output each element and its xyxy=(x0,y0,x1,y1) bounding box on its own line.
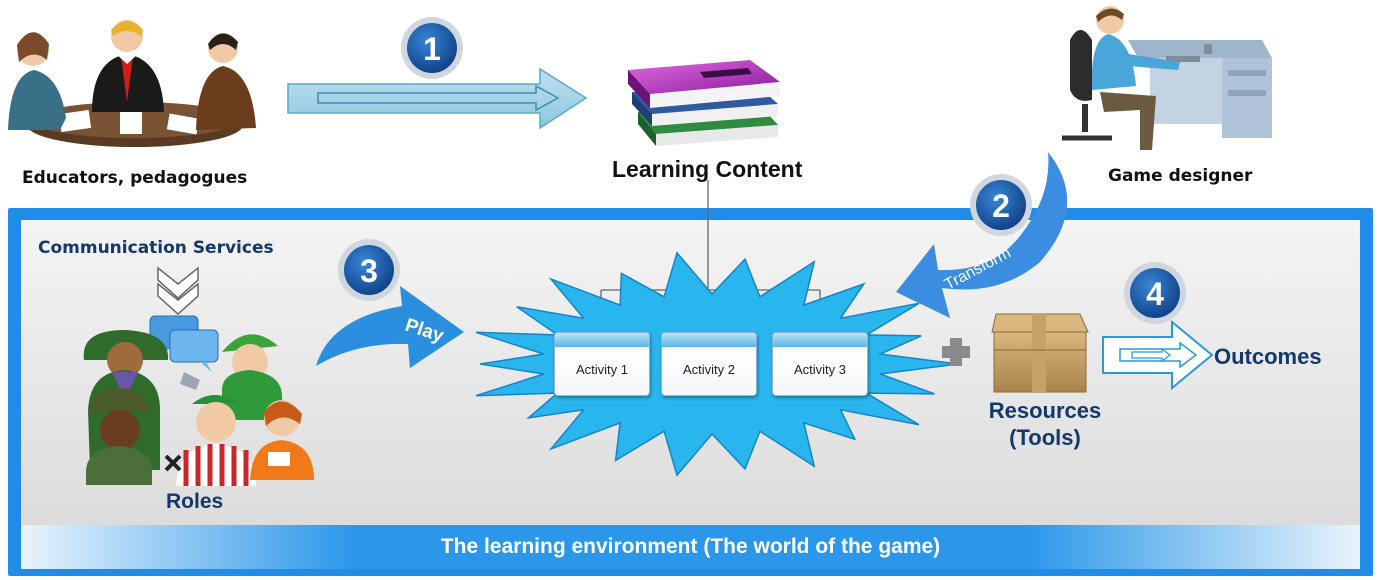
activity-3-label: Activity 3 xyxy=(793,361,846,377)
educators-label: Educators, pedagogues xyxy=(22,168,248,188)
play-arrow xyxy=(316,286,464,368)
arrow-educators-to-content xyxy=(287,67,588,130)
educators-illustration xyxy=(8,20,256,147)
activity-1-label: Activity 1 xyxy=(575,361,628,377)
activity-card-3[interactable]: Activity 3 xyxy=(772,332,868,396)
step-3-number: 3 xyxy=(360,253,378,289)
outcomes-label: Outcomes xyxy=(1214,344,1322,369)
activity-2-label: Activity 2 xyxy=(682,361,735,377)
communication-chevron-icon xyxy=(157,266,199,316)
activity-card-2[interactable]: Activity 2 xyxy=(661,332,757,396)
environment-banner xyxy=(21,525,1360,569)
activity-card-1[interactable]: Activity 1 xyxy=(554,332,650,396)
roles-illustration xyxy=(83,330,314,486)
learning-content-label: Learning Content xyxy=(612,156,803,182)
step-badge-1: 1 xyxy=(401,17,463,79)
step-badge-4: 4 xyxy=(1124,262,1186,324)
plus-icon xyxy=(942,338,970,366)
step-2-number: 2 xyxy=(992,188,1010,224)
environment-banner-label: The learning environment (The world of t… xyxy=(440,535,941,558)
transform-arrow xyxy=(896,152,1068,318)
tools-label: (Tools) xyxy=(1009,425,1081,450)
roles-label: Roles xyxy=(166,490,224,513)
communication-services-label: Communication Services xyxy=(38,238,274,258)
outcomes-arrow xyxy=(1102,319,1214,391)
step-badge-3: 3 xyxy=(338,239,400,301)
step-4-number: 4 xyxy=(1146,276,1164,312)
step-badge-2: 2 xyxy=(970,174,1032,236)
resources-label: Resources xyxy=(988,398,1102,423)
resources-box-icon xyxy=(991,313,1089,393)
game-designer-label: Game designer xyxy=(1108,166,1253,186)
step-1-number: 1 xyxy=(423,31,441,67)
books-icon xyxy=(628,60,780,146)
game-designer-illustration xyxy=(1062,6,1272,150)
